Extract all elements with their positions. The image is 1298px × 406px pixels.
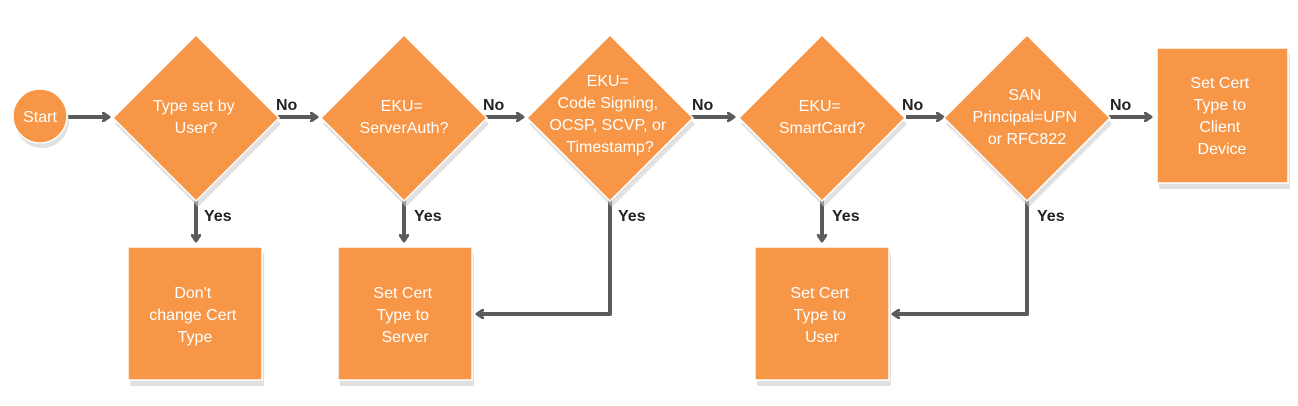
decision-3-line: Timestamp? <box>566 139 654 156</box>
decision-eku-code-signing: EKU= Code Signing, OCSP, SCVP, or Timest… <box>525 33 695 207</box>
edge-label-yes: Yes <box>1037 208 1065 225</box>
decision-4-line: EKU= <box>799 98 841 115</box>
edge-label-no: No <box>902 97 924 114</box>
result-server-line: Set Cert <box>373 285 432 302</box>
decision-type-set-by-user: Type set by User? <box>111 33 281 207</box>
result-server-line: Server <box>381 329 429 346</box>
edge-label-no: No <box>276 97 298 114</box>
svg-text:Set Cert Type to S: Set Cert Type to Server <box>373 285 436 346</box>
result-user-line: Set Cert <box>790 285 849 302</box>
decision-5-line: Principal=UPN <box>973 109 1077 126</box>
result-user: Set Cert Type to User <box>754 246 891 386</box>
result-client-line: Type to <box>1194 97 1247 114</box>
svg-text:EKU= Code Signing,: EKU= Code Signing, OCSP, SCVP, or Timest… <box>549 73 670 156</box>
decision-san-principal: SAN Principal=UPN or RFC822 <box>942 33 1112 207</box>
svg-text:Type set by User?: Type set by User? <box>153 98 239 137</box>
result-server-line: Type to <box>377 307 430 324</box>
decision-5-line: SAN <box>1008 87 1041 104</box>
result-client-line: Set Cert <box>1190 75 1249 92</box>
svg-text:Don't change Cert: Don't change Cert Type <box>149 285 241 346</box>
edge-label-yes: Yes <box>618 208 646 225</box>
decision-eku-serverauth: EKU= ServerAuth? <box>319 33 489 207</box>
decision-3-line: OCSP, SCVP, or <box>549 117 666 134</box>
svg-text:SAN Principal=UPN: SAN Principal=UPN or RFC822 <box>973 87 1082 148</box>
decision-5-line: or RFC822 <box>988 131 1066 148</box>
edge-label-yes: Yes <box>204 208 232 225</box>
connector-d5-user <box>894 200 1029 314</box>
decision-2-line: EKU= <box>381 98 423 115</box>
edge-label-yes: Yes <box>832 208 860 225</box>
edge-label-yes: Yes <box>414 208 442 225</box>
svg-text:EKU= ServerAuth?: EKU= ServerAuth? <box>360 98 449 137</box>
edge-label-no: No <box>692 97 714 114</box>
edge-label-no: No <box>1110 97 1132 114</box>
result-client-device: Set Cert Type to Client Device <box>1156 47 1290 189</box>
result-dont-change: Don't change Cert Type <box>127 246 264 386</box>
result-user-line: Type to <box>794 307 847 324</box>
result-user-line: User <box>805 329 839 346</box>
svg-text:Set Cert Type to U: Set Cert Type to User <box>790 285 853 346</box>
decision-3-line: Code Signing, <box>558 95 659 112</box>
result-dont-line: Type <box>178 329 213 346</box>
decision-1-line: User? <box>175 120 218 137</box>
result-server: Set Cert Type to Server <box>337 246 474 386</box>
decision-1-line: Type set by <box>153 98 235 115</box>
svg-text:EKU= SmartCard?: EKU= SmartCard? <box>779 98 865 137</box>
result-client-line: Device <box>1198 141 1247 158</box>
start-node: Start <box>12 88 69 148</box>
decision-eku-smartcard: EKU= SmartCard? <box>737 33 907 207</box>
connector-d3-server <box>478 200 612 314</box>
decision-2-line: ServerAuth? <box>360 120 449 137</box>
result-client-line: Client <box>1199 119 1240 136</box>
result-dont-line: change Cert <box>149 307 237 324</box>
decision-4-line: SmartCard? <box>779 120 865 137</box>
result-dont-line: Don't <box>174 285 211 302</box>
start-label: Start <box>23 109 57 126</box>
decision-3-line: EKU= <box>587 73 629 90</box>
edge-label-no: No <box>483 97 505 114</box>
svg-text:Set Cert Type to C: Set Cert Type to Client Device <box>1190 75 1253 158</box>
